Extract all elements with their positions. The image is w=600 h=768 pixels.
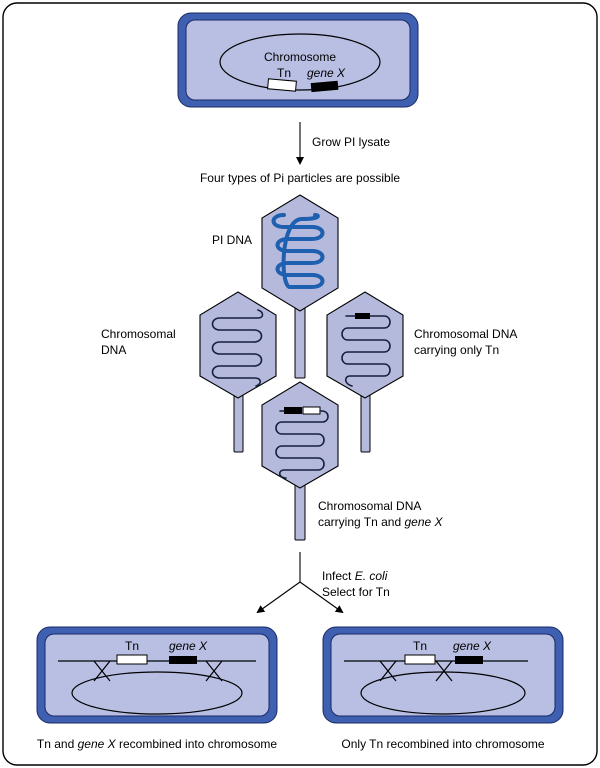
tn-only-label-line2: carrying only Tn	[414, 343, 499, 357]
tn-only-box	[355, 313, 370, 319]
tn-label: Tn	[277, 66, 291, 80]
infect-label-line2: Select for Tn	[322, 585, 390, 599]
top-bacterial-cell: Chromosome Tn gene X	[177, 12, 419, 108]
infect-label-line1: Infect E. coli	[322, 569, 388, 583]
bl-caption: Tn and gene X recombined into chromosome	[37, 737, 277, 751]
tn-genex-black-box	[284, 407, 302, 414]
genex-box	[310, 80, 339, 93]
bl-crossover-left	[93, 660, 111, 682]
br-crossover-right	[435, 660, 453, 682]
infect-arrow-left	[256, 581, 301, 614]
chromosomal-dna-line	[211, 309, 264, 387]
phage-chromosomal-dna	[199, 291, 277, 453]
bl-chromosome	[71, 671, 243, 715]
grow-lysate-label: Grow PI lysate	[312, 135, 390, 149]
bottom-left-cell	[36, 626, 278, 724]
phage-tn-only	[326, 291, 404, 453]
phage-p1-dna	[261, 194, 339, 379]
phage-tn-genex	[261, 381, 339, 541]
bl-tn-label: Tn	[125, 639, 139, 653]
p1-dna-squiggle	[271, 213, 325, 289]
tn-only-label-line1: Chromosomal DNA	[414, 327, 517, 341]
chromosome-ellipse	[219, 33, 381, 91]
tn-genex-white-box	[302, 406, 321, 415]
p1-dna-label: PI DNA	[212, 233, 252, 247]
chromosomal-dna-label-line1: Chromosomal	[101, 327, 176, 341]
particles-heading: Four types of Pi particles are possible	[200, 171, 400, 185]
bl-genex-box	[169, 656, 197, 664]
tn-genex-label-line2: carrying Tn and gene X	[318, 515, 444, 529]
tn-only-dna-line	[341, 315, 391, 387]
br-chromosome	[360, 671, 526, 715]
tn-element-box	[267, 78, 297, 92]
br-crossover-left	[379, 660, 397, 682]
tn-genex-label-line1: Chromosomal DNA	[318, 499, 421, 513]
br-genex-label: gene X	[453, 639, 492, 653]
br-tn-box	[404, 654, 436, 665]
br-tn-label: Tn	[413, 639, 427, 653]
tn-genex-dna-line	[275, 410, 329, 479]
infect-arrow-right	[299, 581, 344, 614]
bl-genex-label: gene X	[169, 639, 208, 653]
chromosome-label: Chromosome	[264, 50, 336, 64]
chromosomal-dna-label-line2: DNA	[101, 343, 126, 357]
br-caption: Only Tn recombined into chromosome	[341, 737, 545, 751]
bl-crossover-right	[205, 660, 223, 682]
bl-tn-box	[116, 654, 148, 665]
genex-label: gene X	[307, 66, 346, 80]
br-genex-box	[455, 656, 483, 664]
bottom-right-cell	[322, 626, 564, 724]
